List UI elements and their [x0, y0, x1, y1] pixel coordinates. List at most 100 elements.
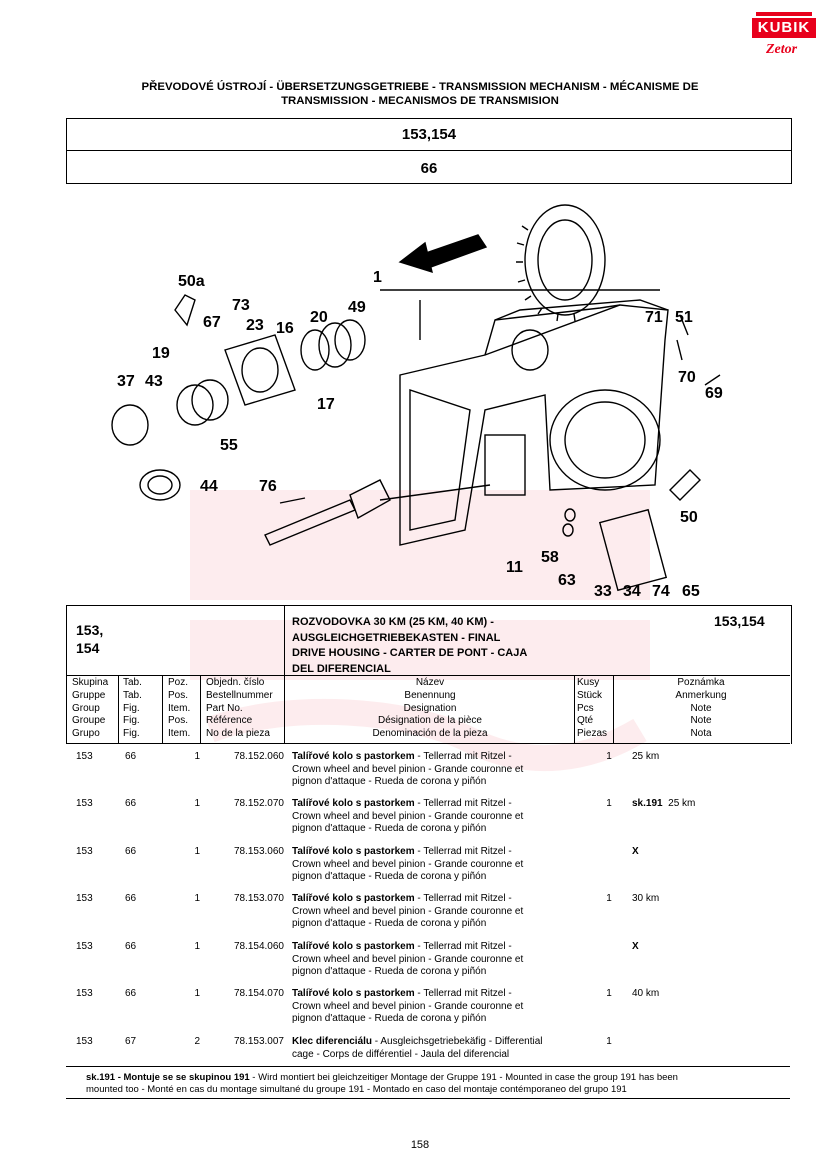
cell-designation: Talířové kolo s pastorkem - Tellerrad mi…: [292, 941, 592, 979]
logo-brand: KUBIK: [757, 19, 811, 36]
pos-label: 69: [705, 385, 723, 402]
pos-label: 1: [373, 269, 382, 286]
cell-designation: Klec diferenciálu - Ausgleichsgetriebekä…: [292, 1036, 592, 1061]
column-divider: [574, 675, 575, 743]
col-header-line: Groupe: [72, 715, 106, 727]
kubik-zetor-logo: KUBIK Zetor: [752, 12, 818, 70]
group-code-line: 154: [76, 640, 100, 656]
pos-label: 73: [232, 297, 250, 314]
part-desc-line: pignon d'attaque - Rueda de corona y piñ…: [292, 776, 487, 787]
part-desc-line: Crown wheel and bevel pinion - Grande co…: [292, 763, 524, 775]
cell-pcs: 1: [606, 751, 612, 762]
column-header-bottom-rule: [66, 743, 790, 744]
part-name-cz: Talířové kolo s pastorkem: [292, 798, 415, 809]
cell-pos: 1: [194, 846, 200, 857]
cell-designation: Talířové kolo s pastorkem - Tellerrad mi…: [292, 988, 592, 1026]
col-header-group: Skupina Gruppe Group Groupe Grupo: [72, 677, 108, 741]
pos-label: 37: [117, 373, 135, 390]
note-text: 25 km: [668, 798, 696, 809]
group-code-line: 153,: [76, 622, 104, 638]
part-desc-line: pignon d'attaque - Rueda de corona y piñ…: [292, 871, 487, 882]
col-header-line: Tab.: [123, 689, 142, 701]
page-title-line-2: TRANSMISSION - MECANISMOS DE TRANSMISION: [281, 95, 559, 107]
cell-pos: 1: [194, 893, 200, 904]
footnote-line: mounted too - Monté en cas du montage si…: [86, 1084, 627, 1095]
cell-tab: 66: [125, 798, 137, 809]
pos-label: 49: [348, 299, 366, 316]
col-header-line: Bestellnummer: [206, 689, 273, 701]
col-header-line: Poznámka: [677, 677, 725, 688]
page-title: PŘEVODOVÉ ÚSTROJÍ - ÜBERSETZUNGSGETRIEBE…: [100, 80, 740, 108]
pos-label: 74: [652, 583, 670, 600]
col-header-note: Poznámka Anmerkung Note Note Nota: [618, 677, 784, 741]
col-header-designation: Název Benennung Designation Désignation …: [288, 677, 572, 741]
col-header-line: Gruppe: [72, 689, 106, 701]
part-desc-line: cage - Corps de différentiel - Jaula del…: [292, 1048, 510, 1060]
part-desc: - Tellerrad mit Ritzel -: [414, 893, 512, 904]
pos-label: 67: [203, 314, 221, 331]
small-parts-drawing: [380, 289, 721, 592]
cell-pcs: 1: [606, 798, 612, 809]
logo-box: [752, 18, 816, 38]
part-desc-line: pignon d'attaque - Rueda de corona y piñ…: [292, 823, 487, 834]
table-row: 153 66 1 78.152.060 Talířové kolo s past…: [66, 751, 790, 795]
part-name-cz: Talířové kolo s pastorkem: [292, 941, 415, 952]
group-code: 153, 154: [76, 621, 103, 657]
footnote-rule: [66, 1098, 790, 1099]
col-header-line: Pos.: [168, 689, 189, 701]
group-title-line: DRIVE HOUSING - CARTER DE PONT - CAJA: [292, 647, 528, 659]
model-numbers: 153,154: [401, 126, 457, 143]
part-desc-line: Crown wheel and bevel pinion - Grande co…: [292, 810, 524, 822]
logo-bar: [756, 12, 812, 16]
group-title-line: ROZVODOVKA 30 KM (25 KM, 40 KM) -: [292, 616, 494, 628]
col-header-line: Fig.: [123, 702, 140, 714]
cell-tab: 67: [125, 1036, 137, 1047]
part-desc: - Tellerrad mit Ritzel -: [414, 941, 512, 952]
col-header-pcs: Kusy Stück Pcs Qté Piezas: [577, 677, 607, 741]
cell-pcs: 1: [606, 988, 612, 999]
cell-note: 40 km: [632, 988, 660, 999]
col-header-line: Part No.: [206, 702, 243, 714]
col-header-line: Skupina: [72, 677, 109, 688]
col-header-line: Pos.: [168, 715, 189, 727]
cell-pos: 1: [194, 751, 200, 762]
part-desc-line: pignon d'attaque - Rueda de corona y piñ…: [292, 1013, 487, 1024]
pos-label: 65: [682, 583, 700, 600]
col-header-line: Designation: [403, 702, 457, 714]
table-row: 153 66 1 78.154.060 Talířové kolo s past…: [66, 941, 790, 985]
column-divider: [118, 675, 119, 743]
model-box: 153,154 66: [66, 118, 792, 184]
cell-part-no: 78.153.070: [233, 893, 284, 904]
page-number: 158: [410, 1139, 430, 1151]
cell-note: sk.191 25 km: [632, 798, 772, 811]
col-header-line: Référence: [206, 715, 253, 727]
cell-tab: 66: [125, 941, 137, 952]
cell-group: 153: [76, 798, 93, 809]
col-header-line: Kusy: [577, 677, 600, 688]
position-labels: 1 50a 73 67 23 16 20 49 19 37 43 17 55 4…: [117, 269, 723, 600]
cell-group: 153: [76, 988, 93, 999]
note-code: sk.191: [632, 798, 663, 809]
col-header-line: Pcs: [577, 702, 594, 714]
part-desc: - Tellerrad mit Ritzel -: [414, 988, 512, 999]
cell-part-no: 78.153.060: [233, 846, 284, 857]
group-title: ROZVODOVKA 30 KM (25 KM, 40 KM) - AUSGLE…: [292, 615, 612, 677]
col-header-part-no: Objedn. číslo Bestellnummer Part No. Réf…: [206, 677, 273, 741]
pos-label: 55: [220, 437, 238, 454]
kubik-watermark: [190, 490, 650, 772]
cell-tab: 66: [125, 893, 137, 904]
cell-designation: Talířové kolo s pastorkem - Tellerrad mi…: [292, 846, 592, 884]
cell-note: X: [632, 846, 639, 857]
table-row: 153 66 1 78.153.060 Talířové kolo s past…: [66, 846, 790, 890]
part-name-cz: Talířové kolo s pastorkem: [292, 988, 415, 999]
col-header-line: Objedn. číslo: [206, 677, 265, 688]
parts-table-frame: [66, 605, 792, 744]
col-header-line: Désignation de la pièce: [378, 715, 482, 727]
col-header-line: Note: [690, 715, 712, 727]
part-desc-line: pignon d'attaque - Rueda de corona y piñ…: [292, 918, 487, 929]
cell-tab: 66: [125, 846, 137, 857]
part-desc-line: Crown wheel and bevel pinion - Grande co…: [292, 858, 524, 870]
cell-part-no: 78.154.060: [233, 941, 284, 952]
pos-label: 20: [310, 309, 328, 326]
pos-label: 71: [645, 309, 663, 326]
